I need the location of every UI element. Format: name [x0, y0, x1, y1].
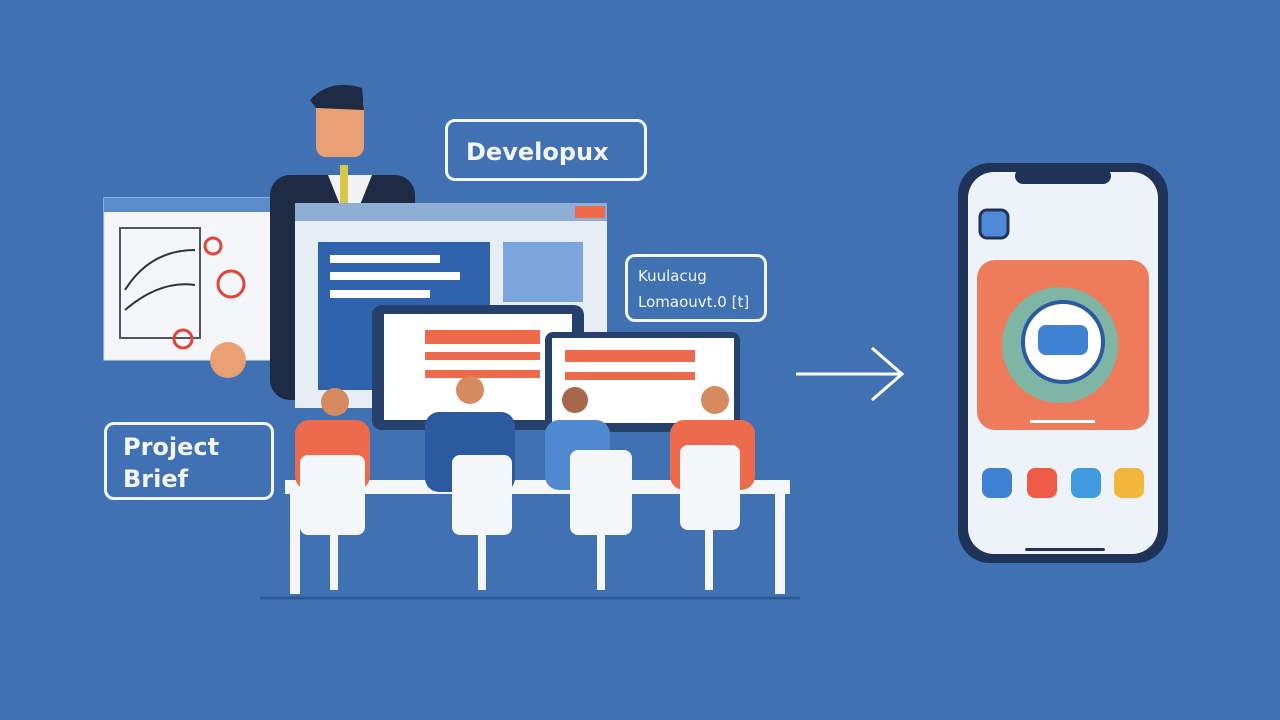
project-brief-line2: Brief — [123, 465, 189, 493]
screen-left — [372, 305, 584, 430]
component-label-line1: Kuulacug — [638, 267, 707, 285]
chairs — [300, 445, 740, 590]
screen-right — [545, 332, 740, 432]
project-brief-label: Project Brief — [104, 422, 274, 500]
arrow-right-icon — [796, 346, 905, 402]
developer-label-text: Developux — [466, 138, 609, 166]
chart-document — [103, 197, 277, 361]
component-label-line2: Lomaouvt.0 [t] — [638, 293, 750, 311]
developer-label: Developux — [445, 119, 647, 181]
component-label: Kuulacug Lomaouvt.0 [t] — [625, 254, 767, 322]
project-brief-line1: Project — [123, 433, 220, 461]
desk — [285, 480, 790, 594]
smartphone — [958, 163, 1168, 563]
